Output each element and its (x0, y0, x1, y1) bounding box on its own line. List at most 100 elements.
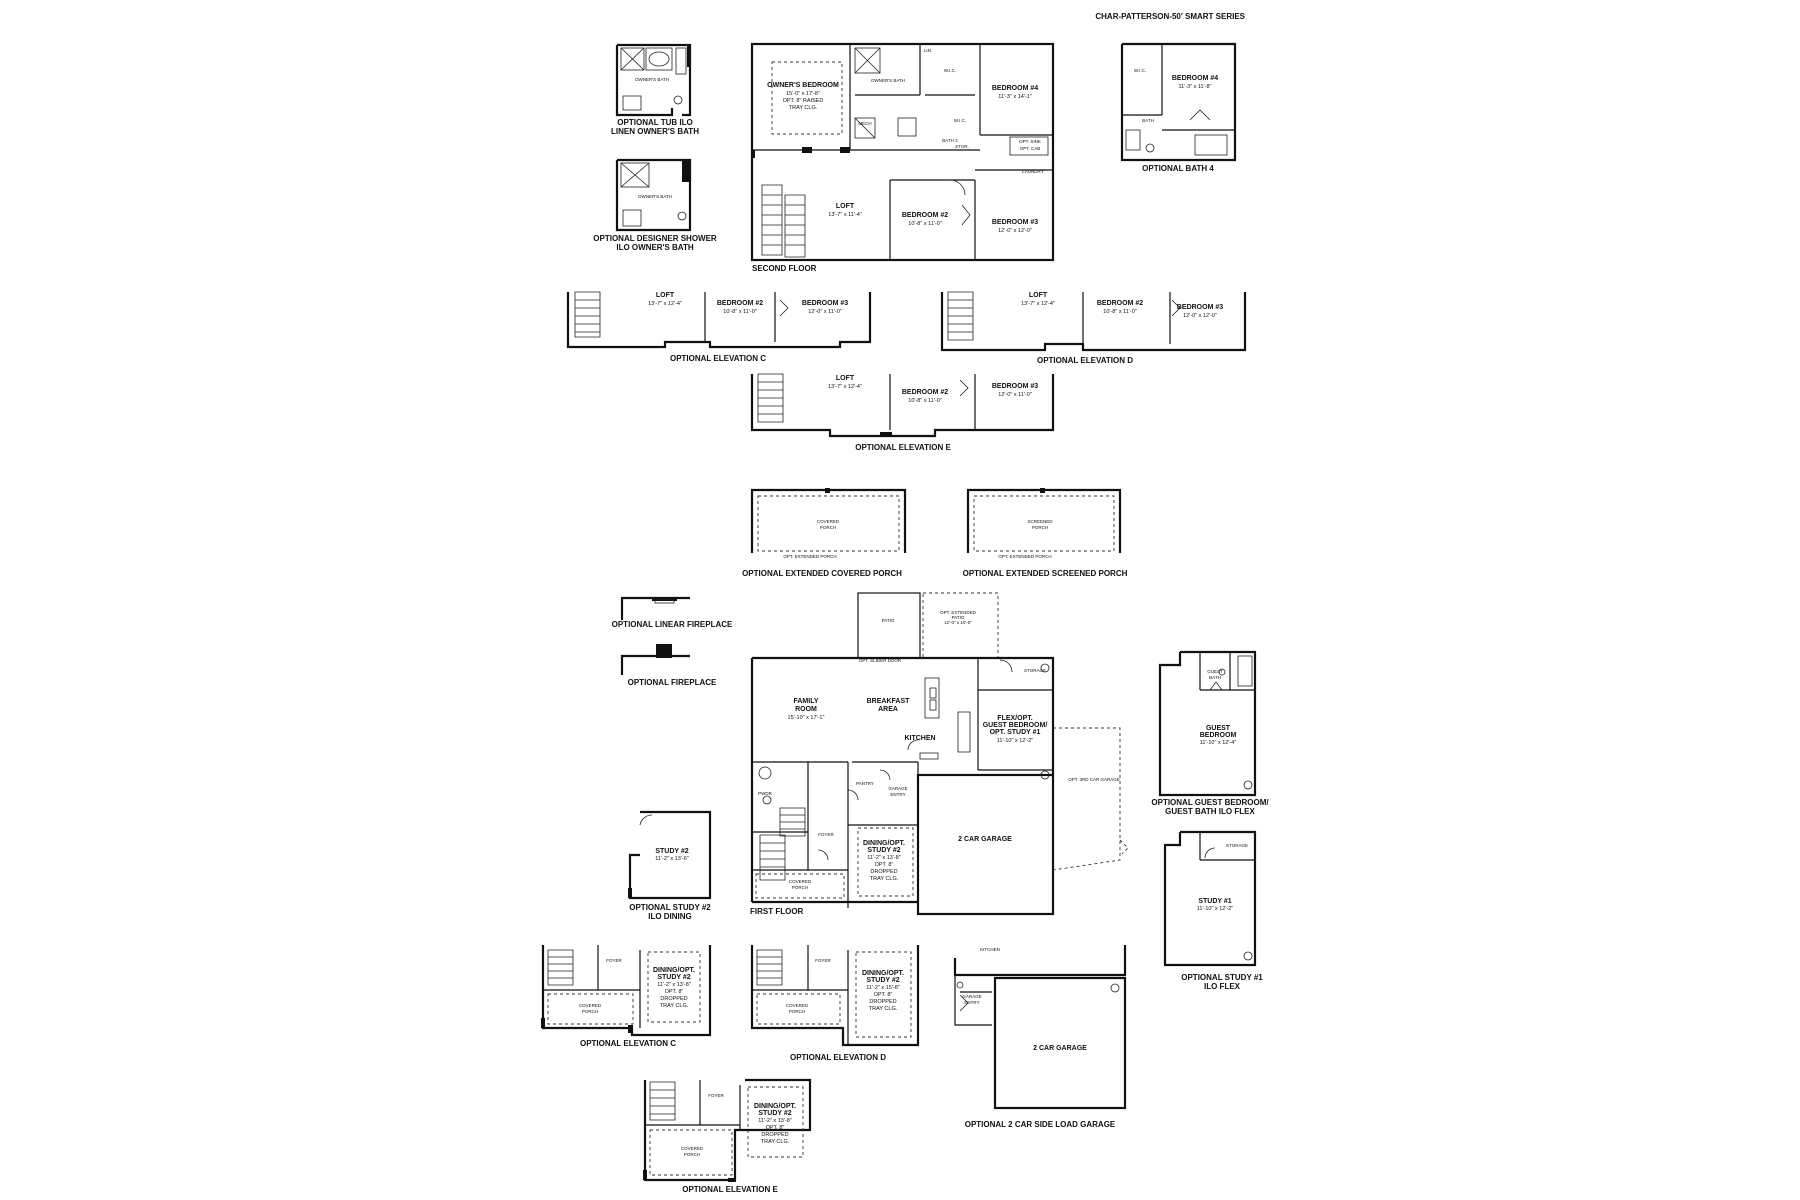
dining-name2: STUDY #2 (867, 847, 900, 854)
elev-d1-n3: TRAY CLG. (869, 1006, 898, 1012)
opt-cab-label: OPT. CAB (1020, 146, 1041, 151)
wic-label: W.I.C. (944, 68, 956, 73)
elevation-c-first-floor: FOYER DINING/OPT. STUDY #2 11'-2" x 13'-… (541, 945, 712, 1048)
elev-c2-bed3-dims: 12'-0" x 11'-0" (808, 309, 841, 315)
elev-e1-porch2: PORCH (684, 1152, 700, 1157)
wic2-label: W.I.C. (954, 118, 966, 123)
study1-storage: STORAGE (1226, 843, 1248, 848)
opt-patio-1: OPT. EXTENDED (940, 610, 977, 615)
dining-note2: DROPPED (870, 869, 897, 875)
opt-tub-bath-label: OWNER'S BATH (635, 77, 669, 82)
garage-entry-2: ENTRY (890, 792, 905, 797)
opt-study1-caption-2: ILO FLEX (1204, 982, 1241, 991)
elev-c1-dining2: STUDY #2 (657, 974, 690, 981)
opt-patio-2: PATIO (952, 615, 965, 620)
elevation-c-second-floor: LOFT 13'-7" x 12'-4" BEDROOM #2 10'-8" x… (566, 291, 872, 363)
elevation-e-first-floor: FOYER DINING/OPT. STUDY #2 11'-2" x 13'-… (643, 1078, 812, 1194)
opt-bath4-bedroom: BEDROOM #4 (1172, 75, 1218, 82)
elev-e1-caption: OPTIONAL ELEVATION E (682, 1185, 778, 1194)
family-room-dims: 15'-10" x 17'-1" (788, 715, 825, 721)
bedroom3-dims: 12'-0" x 12'-0" (998, 228, 1032, 234)
owners-bath-label: OWNER'S BATH (871, 78, 905, 83)
linen-label: LIN. (924, 48, 932, 53)
opt-sink-label: OPT. SINK (1019, 139, 1041, 144)
elev-e2-bed3: BEDROOM #3 (992, 383, 1038, 390)
elev-e2-loft-dims: 13'-7" x 12'-4" (828, 384, 862, 390)
second-floor-plan: OWNER'S BEDROOM 15'-0" x 17'-8" OPT. 8" … (750, 42, 1055, 273)
opt-garage-label: OPT. 3RD CAR GARAGE (1068, 777, 1120, 782)
elev-d2-bed3-dims: 12'-0" x 12'-0" (1183, 313, 1217, 319)
flex-dims: 11'-10" x 12'-2" (997, 738, 1034, 744)
elev-d1-dims: 11'-2" x 15'-8" (866, 985, 899, 991)
elev-d1-porch2: PORCH (789, 1009, 805, 1014)
bedroom2-dims: 10'-8" x 11'-0" (908, 221, 941, 227)
guest-bed-2: BEDROOM (1200, 732, 1237, 739)
loft-dims: 13'-7" x 11'-4" (828, 212, 861, 218)
optional-covered-porch-plan: COVERED PORCH OPT. EXTENDED PORCH OPTION… (742, 488, 907, 578)
opt-tub-caption-2: LINEN OWNER'S BATH (611, 127, 699, 136)
screened-porch-label1: SCREENED (1027, 519, 1053, 524)
dining-name1: DINING/OPT. (863, 840, 905, 847)
study2-dims: 11'-2" x 13'-6" (655, 856, 688, 862)
guest-bed-1: GUEST (1206, 725, 1231, 732)
optional-screened-porch-plan: SCREENED PORCH OPT. EXTENDED PORCH OPTIO… (963, 488, 1128, 578)
elevation-e-second-floor: LOFT 13'-7" x 12'-4" BEDROOM #2 10'-8" x… (750, 373, 1055, 452)
elev-c1-porch2: PORCH (582, 1009, 598, 1014)
optional-tub-plan: OWNER'S BATH OPTIONAL TUB ILO LINEN OWNE… (611, 43, 699, 136)
elevation-d-first-floor: FOYER DINING/OPT. STUDY #2 11'-2" x 15'-… (750, 945, 920, 1062)
elev-e1-n3: TRAY CLG. (761, 1139, 790, 1145)
elev-c2-loft: LOFT (656, 292, 675, 299)
first-floor-plan: PATIO OPT. EXTENDED PATIO 12'-0" x 10'-0… (750, 592, 1129, 916)
series-title: CHAR-PATTERSON-50' SMART SERIES (1095, 12, 1245, 21)
guest-bath-2: BATH (1209, 675, 1221, 680)
covered-porch-label2: PORCH (820, 525, 836, 530)
opt-study2-caption-1: OPTIONAL STUDY #2 (629, 903, 711, 912)
opt-bath4-bath: BATH (1142, 118, 1154, 123)
opt-tub-caption-1: OPTIONAL TUB ILO (617, 118, 692, 127)
owners-bedroom-note2: TRAY CLG. (789, 105, 818, 111)
optional-bath4-plan: BEDROOM #4 11'-3" x 11'-8" W.I.C. BATH O… (1120, 42, 1237, 173)
elev-e1-dining2: STUDY #2 (758, 1110, 791, 1117)
elev-d1-caption: OPTIONAL ELEVATION D (790, 1053, 886, 1062)
elev-e1-n2: DROPPED (761, 1132, 788, 1138)
dining-note3: TRAY CLG. (870, 876, 899, 882)
foyer-label: FOYER (818, 832, 834, 837)
dining-dims: 11'-2" x 13'-8" (867, 855, 900, 861)
elev-d2-bed3: BEDROOM #3 (1177, 304, 1223, 311)
side-garage-entry-2: ENTRY (964, 1000, 979, 1005)
opt-guest-caption-2: GUEST BATH ILO FLEX (1165, 807, 1255, 816)
bedroom3-name: BEDROOM #3 (992, 219, 1038, 226)
elev-c1-n2: DROPPED (660, 996, 687, 1002)
elev-e2-bed2: BEDROOM #2 (902, 389, 948, 396)
elev-c1-foyer: FOYER (606, 958, 622, 963)
garage-label: 2 CAR GARAGE (958, 836, 1012, 843)
optional-side-load-garage-plan: KITCHEN GARAGE ENTRY 2 CAR GARAGE OPTION… (953, 945, 1127, 1129)
second-floor-caption: SECOND FLOOR (752, 264, 817, 273)
flex-name1: FLEX/OPT. (997, 715, 1032, 722)
optional-designer-shower-plan: OWNER'S BATH OPTIONAL DESIGNER SHOWER IL… (593, 158, 717, 252)
opt-patio-3: 12'-0" x 10'-0" (944, 620, 972, 625)
bedroom4-dims: 11'-3" x 14'-1" (998, 94, 1031, 100)
garage-entry-1: GARAGE (888, 786, 907, 791)
elev-c1-caption: OPTIONAL ELEVATION C (580, 1039, 676, 1048)
stor-label: STOR. (955, 144, 969, 149)
elev-e2-bed2-dims: 10'-8" x 11'-0" (908, 398, 941, 404)
bedroom4-name: BEDROOM #4 (992, 85, 1038, 92)
opt-shower-caption-2: ILO OWNER'S BATH (616, 243, 694, 252)
elev-d2-loft-dims: 13'-7" x 12'-4" (1021, 301, 1055, 307)
study1-dims: 11'-10" x 12'-2" (1197, 906, 1234, 912)
storage-label: STORAGE (1024, 668, 1046, 673)
elevation-d-second-floor: LOFT 13'-7" x 12'-4" BEDROOM #2 10'-8" x… (940, 291, 1247, 365)
study1-name: STUDY #1 (1198, 898, 1231, 905)
elev-d1-dining1: DINING/OPT. (862, 970, 904, 977)
elev-e2-loft: LOFT (836, 375, 855, 382)
flex-name2: GUEST BEDROOM/ (983, 722, 1048, 729)
family-room-name2: ROOM (795, 706, 817, 713)
elev-e1-dims: 11'-2" x 13'-8" (758, 1118, 791, 1124)
elev-d1-n1: OPT. 8" (874, 992, 893, 998)
elev-c2-bed2: BEDROOM #2 (717, 300, 763, 307)
opt-bath4-dims: 11'-3" x 11'-8" (1178, 84, 1211, 90)
guest-bath-1: GUEST (1207, 669, 1223, 674)
optional-fireplace-plan: OPTIONAL FIREPLACE (620, 644, 717, 687)
opt-bath4-wic: W.I.C. (1134, 68, 1146, 73)
